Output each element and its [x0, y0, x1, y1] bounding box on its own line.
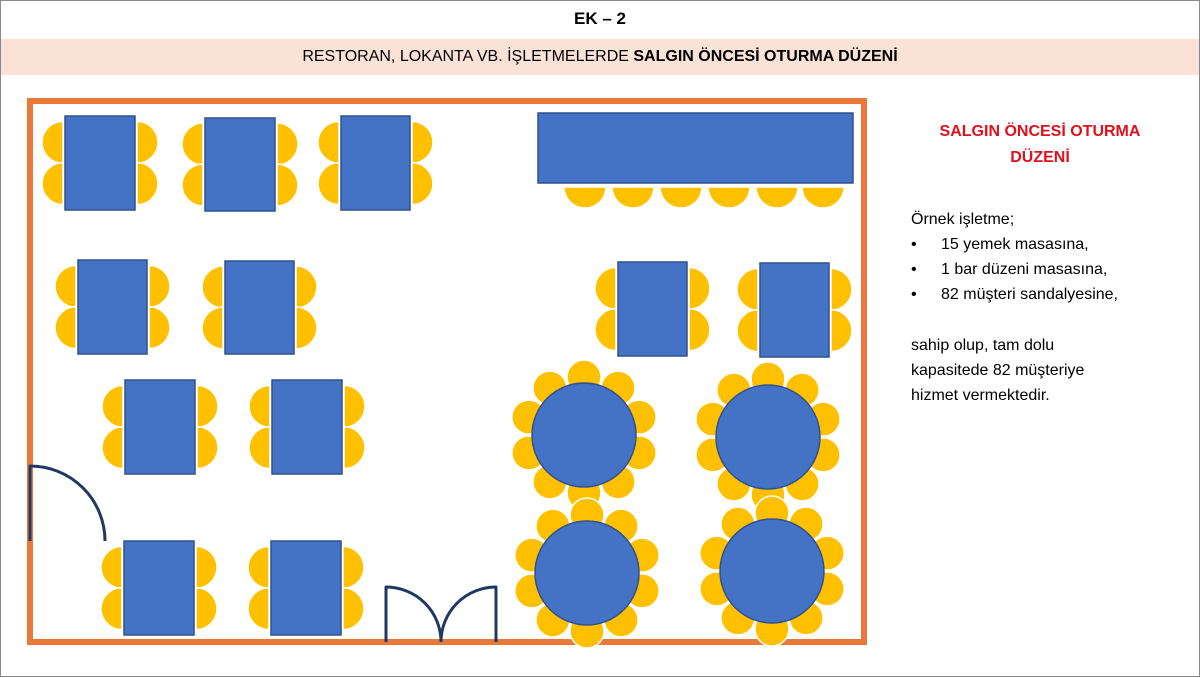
chair [659, 186, 703, 209]
chair [201, 306, 224, 350]
side-heading: SALGIN ÖNCESİ OTURMA DÜZENİ [901, 119, 1179, 171]
round-table [719, 518, 825, 624]
chair [276, 122, 299, 166]
chair [411, 161, 434, 206]
bullet-list: • 15 yemek masasına, • 1 bar düzeni masası… [901, 232, 1191, 307]
subtitle-normal: RESTORAN, LOKANTA VB. İŞLETMELERDE [302, 48, 634, 65]
chair [342, 586, 365, 631]
chair [100, 586, 123, 631]
chair [295, 306, 318, 350]
bullet-item: • 15 yemek masasına, [911, 232, 1191, 257]
rect-table [204, 117, 276, 212]
round-table [534, 520, 640, 626]
rect-table [271, 379, 343, 475]
chair [100, 545, 123, 590]
round-table [715, 384, 821, 490]
bullet-text: 82 müşteri sandalyesine, [941, 286, 1118, 303]
rect-table [224, 260, 295, 355]
chair [830, 308, 853, 353]
chair [317, 120, 340, 165]
chair [736, 308, 759, 353]
closing-line-1: sahip olup, tam dolu [911, 337, 1055, 354]
chair [195, 586, 218, 631]
chair [688, 307, 711, 352]
bullet-item: • 82 müşteri sandalyesine, [911, 282, 1191, 307]
chair [801, 186, 845, 209]
side-heading-line-2: DÜZENİ [1010, 149, 1070, 166]
rect-table [123, 540, 195, 636]
chair [611, 186, 655, 209]
chair [276, 163, 299, 207]
chair [41, 161, 64, 206]
bullet-text: 1 bar düzeni masasına, [941, 261, 1108, 278]
outer-wall [27, 98, 867, 645]
chair [594, 307, 617, 352]
chair [343, 384, 366, 429]
bar-counter [537, 112, 854, 184]
intro-text: Örnek işletme; [911, 211, 1015, 228]
subtitle-bar: RESTORAN, LOKANTA VB. İŞLETMELERDE SALGI… [1, 39, 1199, 75]
chair [563, 186, 607, 209]
chair [148, 305, 171, 350]
rect-table [124, 379, 196, 475]
chair [136, 120, 159, 165]
chair [101, 425, 124, 470]
chair [54, 264, 77, 309]
door-left [28, 464, 107, 542]
chair [136, 161, 159, 206]
chair [148, 264, 171, 309]
chair [41, 120, 64, 165]
chair [181, 163, 204, 207]
rect-table [64, 115, 136, 211]
chair [594, 266, 617, 311]
chair [295, 265, 318, 309]
rect-table [340, 115, 411, 211]
bullet-dot-icon: • [911, 286, 917, 303]
side-panel: SALGIN ÖNCESİ OTURMA DÜZENİ Örnek işletm… [901, 119, 1191, 408]
subtitle-bold: SALGIN ÖNCESİ OTURMA DÜZENİ [633, 48, 898, 65]
round-table [531, 382, 637, 488]
door-bottom-right-leaf [439, 585, 498, 643]
chair [196, 384, 219, 429]
chair [201, 265, 224, 309]
bullet-dot-icon: • [911, 261, 917, 278]
side-heading-line-1: SALGIN ÖNCESİ OTURMA [939, 123, 1141, 140]
rect-table [617, 261, 688, 357]
chair [247, 586, 270, 631]
chair [181, 122, 204, 166]
chair [54, 305, 77, 350]
chair [101, 384, 124, 429]
chair [195, 545, 218, 590]
bullet-dot-icon: • [911, 236, 917, 253]
chair [342, 545, 365, 590]
chair [196, 425, 219, 470]
chair [317, 161, 340, 206]
bullet-text: 15 yemek masasına, [941, 236, 1089, 253]
chair [755, 186, 799, 209]
chair [688, 266, 711, 311]
chair [247, 545, 270, 590]
chair [343, 425, 366, 470]
closing-text: sahip olup, tam dolu kapasitede 82 müşte… [911, 333, 1171, 408]
ek-label: EK – 2 [574, 9, 626, 28]
chair [248, 425, 271, 470]
closing-line-3: hizmet vermektedir. [911, 387, 1050, 404]
door-bottom-left-leaf [384, 585, 443, 643]
chair [707, 186, 751, 209]
chair [736, 267, 759, 312]
chair [830, 267, 853, 312]
bullet-item: • 1 bar düzeni masasına, [911, 257, 1191, 282]
rect-table [759, 262, 830, 358]
rect-table [77, 259, 148, 355]
chair [411, 120, 434, 165]
rect-table [270, 540, 342, 636]
closing-line-2: kapasitede 82 müşteriye [911, 362, 1085, 379]
chair [248, 384, 271, 429]
